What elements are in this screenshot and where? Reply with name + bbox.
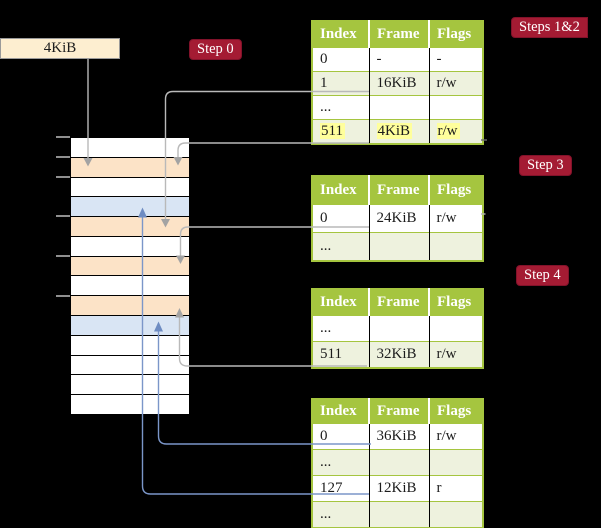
cell-frame: 36KiB [376,428,417,444]
cell-flags: r/w [436,428,457,444]
badge-step-3: Step 3 [519,155,572,176]
cell-index: 127 [320,480,343,496]
address-tick [56,136,70,138]
cell-index: 1 [320,75,328,91]
table-row: 511 32KiB r/w [312,341,483,368]
table-row-highlighted: 511 4KiB r/w [312,119,483,144]
badge-step-0: Step 0 [189,39,242,60]
memory-frame-row-5 [71,235,189,256]
col-header-frame: Frame [368,289,429,316]
memory-frame-row-7 [71,275,189,296]
memory-frame-row-0 [71,138,189,157]
col-header-index: Index [312,176,369,205]
page-table-step-4: Index Frame Flags ... 511 32KiB r/w [311,288,484,369]
memory-frame-row-11 [71,354,189,375]
col-header-flags: Flags [428,21,483,48]
col-header-index: Index [312,399,369,424]
memory-frame-row-2 [71,176,189,197]
memory-frame-row-12 [71,374,189,395]
page-table-step-3: Index Frame Flags 0 24KiB r/w ... [311,175,484,262]
col-header-frame: Frame [368,176,429,205]
table-header-row: Index Frame Flags [312,176,483,205]
table-header-row: Index Frame Flags [312,21,483,48]
col-header-frame: Frame [368,21,429,48]
cell-frame: 12KiB [376,480,417,496]
memory-frame-row-10 [71,334,189,355]
badge-step-4: Step 4 [516,265,569,286]
frame-size-label: 4KiB [0,38,120,59]
cell-flags: r/w [436,122,460,139]
table-row: ... [312,95,483,120]
page-table-steps-1-2: Index Frame Flags 0 - - 1 16KiB r/w ... … [311,20,484,145]
cell-index: 511 [320,122,345,139]
memory-frame-row-8 [71,295,189,316]
address-tick [56,255,70,257]
memory-frame-row-4 [71,216,189,236]
table-row: ... [312,449,483,476]
cell-index: ... [320,454,332,470]
cell-index: ... [320,99,332,115]
cell-index: 0 [320,210,328,226]
page-table-last-level: Index Frame Flags 0 36KiB r/w ... 127 12… [311,398,484,528]
col-header-frame: Frame [368,399,429,424]
cell-flags: r/w [436,210,457,226]
cell-index: 0 [320,51,328,67]
cell-flags: r [436,480,442,496]
col-header-index: Index [312,289,369,316]
table-row: 0 - - [312,47,483,72]
badge-steps-1-2: Steps 1&2 [511,17,588,38]
cell-frame: 24KiB [376,210,417,226]
cell-index: 511 [320,345,342,362]
arrow-t1-row511-to-frame-4kib [177,142,369,157]
col-header-flags: Flags [428,289,483,316]
cell-index: ... [320,505,332,522]
table-row: 0 24KiB r/w [312,204,483,233]
cell-flags: - [436,51,442,67]
col-header-flags: Flags [428,399,483,424]
memory-frame-row-6 [71,255,189,276]
col-header-flags: Flags [428,176,483,205]
table-row: 127 12KiB r [312,475,483,502]
cell-frame: 16KiB [376,75,417,91]
table-header-row: Index Frame Flags [312,289,483,316]
physical-memory-strip [70,137,190,415]
table-row: ... [312,501,483,528]
memory-frame-row-1 [71,156,189,177]
cell-frame: 4KiB [376,122,413,139]
cell-index: 0 [320,428,328,444]
address-tick [56,176,70,178]
address-tick [56,156,70,158]
cell-frame: - [376,51,382,67]
memory-frame-row-3 [71,196,189,217]
table-row: 1 16KiB r/w [312,71,483,96]
cell-flags: r/w [436,75,457,91]
col-header-index: Index [312,21,369,48]
table-row: 0 36KiB r/w [312,423,483,450]
cell-index: ... [320,237,332,254]
cell-flags: r/w [436,345,457,362]
table-row: ... [312,232,483,261]
address-tick [56,295,70,297]
cell-index: ... [320,320,332,336]
table-row: ... [312,315,483,342]
table-header-row: Index Frame Flags [312,399,483,424]
memory-frame-row-13 [71,394,189,414]
cell-frame: 32KiB [376,345,417,362]
address-tick [56,215,70,217]
memory-frame-row-9 [71,315,189,335]
